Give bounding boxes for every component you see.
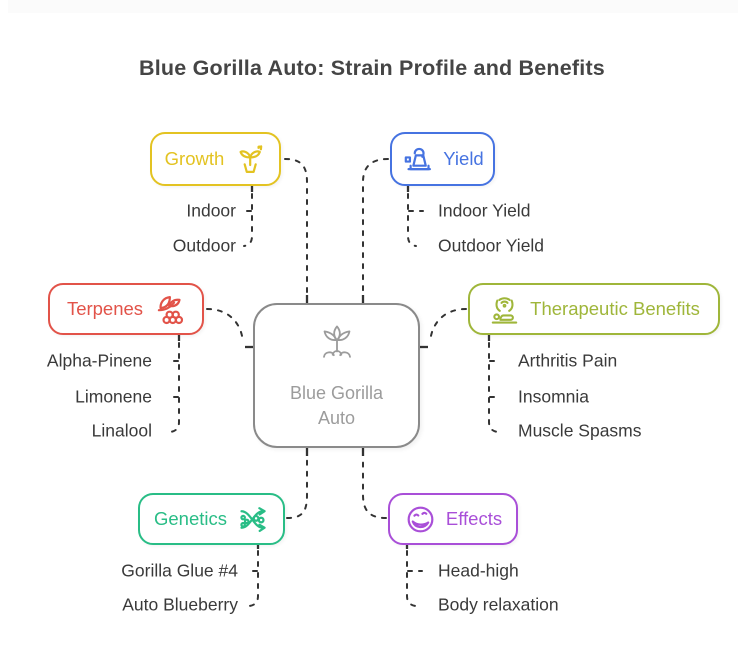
edge-therapeutic-to-center [429, 308, 467, 343]
leaf-terpenes-linalool: Linalool [91, 420, 152, 441]
leaf-terpenes-limonene: Limonene [75, 386, 152, 407]
edge-terpenes-to-center [206, 308, 244, 343]
branch-label-genetics: Genetics [153, 508, 227, 529]
branch-node-terpenes: Terpenes [48, 283, 204, 335]
branch-label-effects: Effects [445, 508, 503, 529]
branch-node-genetics: Genetics [138, 493, 285, 545]
leaf-terpenes-alpha-pinene: Alpha-Pinene [46, 350, 152, 371]
leaf-growth-indoor: Indoor [186, 200, 236, 221]
branch-node-yield: Yield [390, 132, 495, 186]
branch-node-therapeutic: Therapeutic Benefits [468, 283, 720, 335]
edge-yield-to-center [362, 158, 389, 294]
edge-genetics-leaves [248, 550, 259, 607]
leaf-effects-head-high: Head-high [438, 560, 519, 581]
leaf-genetics-gorilla-glue: Gorilla Glue #4 [121, 560, 238, 581]
branch-label-terpenes: Terpenes [66, 298, 144, 319]
leaf-therapeutic-arthritis: Arthritis Pain [518, 350, 618, 371]
leaf-effects-body-relaxation: Body relaxation [438, 594, 559, 615]
center-node: Blue Gorilla Auto [253, 303, 420, 448]
seedling-icon [311, 320, 363, 377]
laughing-face-icon [404, 503, 437, 536]
edge-growth-leaves [243, 193, 253, 247]
harvest-weight-icon [401, 143, 434, 176]
genetics-cross-icon [236, 503, 269, 536]
edge-effects-to-center [362, 458, 387, 519]
top-band [8, 0, 738, 13]
edge-terpenes-leaves [169, 342, 180, 433]
diagram-title: Blue Gorilla Auto: Strain Profile and Be… [139, 56, 605, 80]
berries-leaf-icon [152, 293, 185, 326]
leaf-therapeutic-spasms: Muscle Spasms [518, 420, 642, 441]
branch-node-growth: Growth [150, 132, 281, 186]
edge-growth-to-center [284, 158, 308, 294]
leaf-yield-outdoor: Outdoor Yield [438, 235, 545, 256]
plant-growth-icon [233, 143, 266, 176]
leaf-genetics-auto-blueberry: Auto Blueberry [122, 594, 238, 615]
leaf-yield-indoor: Indoor Yield [438, 200, 531, 221]
leaf-growth-outdoor: Outdoor [172, 235, 236, 256]
center-node-label: Blue Gorilla Auto [289, 382, 384, 428]
branch-label-growth: Growth [164, 148, 225, 169]
branch-label-therapeutic: Therapeutic Benefits [530, 298, 700, 319]
massage-therapy-icon [488, 293, 521, 326]
edge-genetics-to-center [286, 458, 308, 519]
branch-node-effects: Effects [388, 493, 518, 545]
leaf-therapeutic-insomnia: Insomnia [518, 386, 590, 407]
edge-therapeutic-leaves [488, 342, 499, 433]
edge-yield-leaves [407, 193, 417, 247]
branch-label-yield: Yield [443, 148, 484, 169]
edge-effects-leaves [406, 550, 417, 607]
